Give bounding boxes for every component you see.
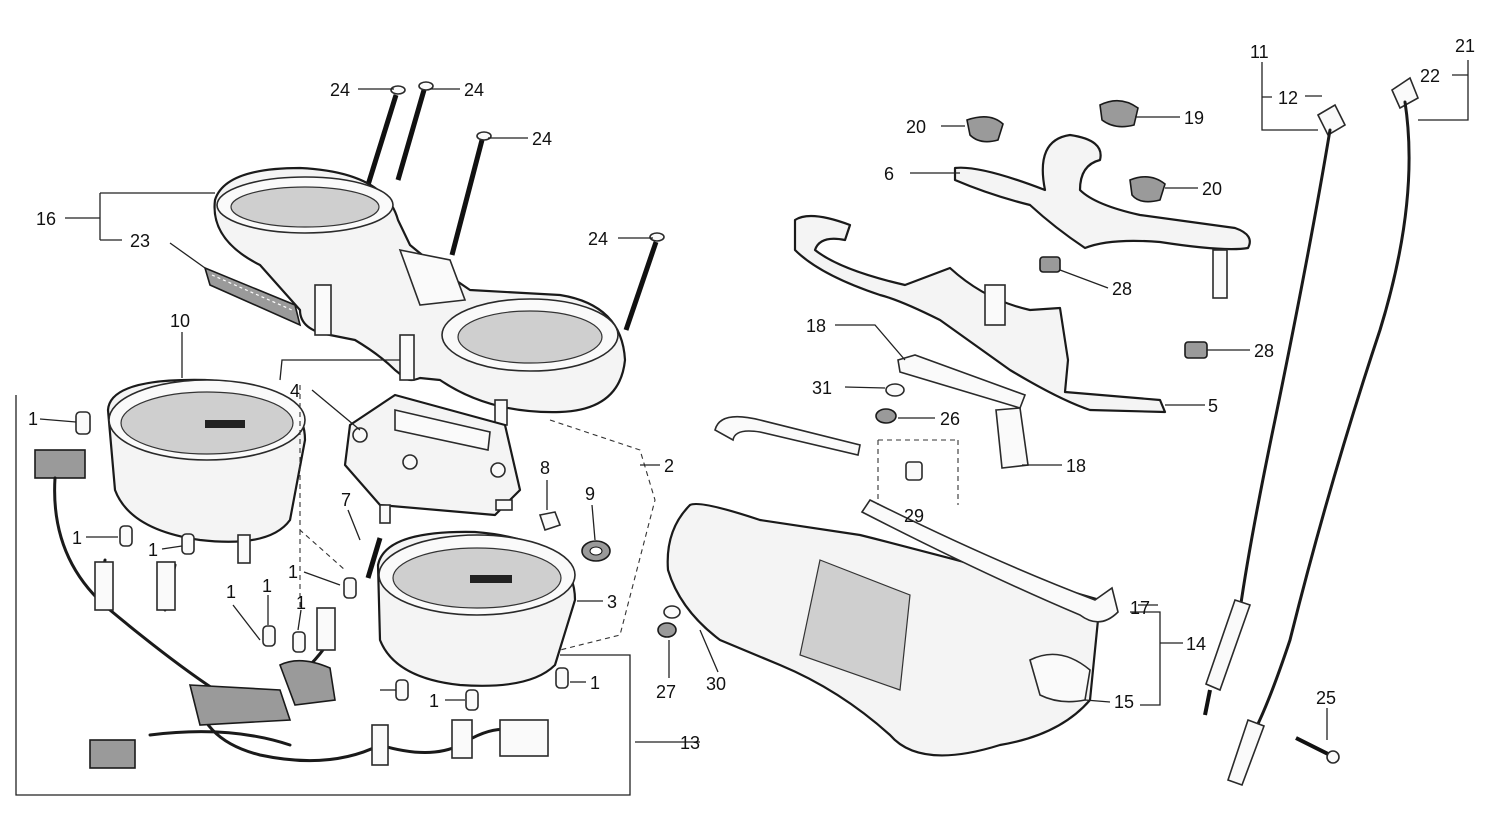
callout-2: 2 — [664, 456, 674, 476]
callout-15: 15 — [1114, 692, 1134, 712]
callout-16: 16 — [36, 209, 56, 229]
screw-7 — [365, 537, 383, 579]
callout-24-a: 24 — [330, 80, 350, 100]
callout-9: 9 — [585, 484, 595, 504]
callout-24-c: 24 — [532, 129, 552, 149]
callout-29: 29 — [904, 506, 924, 526]
clip-8 — [538, 511, 562, 532]
strap-18 — [897, 354, 1029, 469]
callout-6: 6 — [884, 164, 894, 184]
callout-28-b: 28 — [1254, 341, 1274, 361]
callout-20-a: 20 — [906, 117, 926, 137]
callout-3: 3 — [607, 592, 617, 612]
screw-24-b — [395, 81, 434, 181]
callout-19: 19 — [1184, 108, 1204, 128]
callout-13: 13 — [680, 733, 700, 753]
grommet-28a — [1039, 256, 1061, 273]
callout-18-b: 18 — [1066, 456, 1086, 476]
callout-23: 23 — [130, 231, 150, 251]
screw-24-a — [365, 85, 406, 186]
speedometer-10 — [106, 378, 307, 564]
callout-8: 8 — [540, 458, 550, 478]
tachometer-3 — [376, 530, 577, 687]
wire-harness-13 — [34, 449, 549, 769]
grommet-28b — [1184, 341, 1208, 359]
callout-26: 26 — [940, 409, 960, 429]
indicator-unit-4 — [343, 393, 522, 524]
callout-24-d: 24 — [588, 229, 608, 249]
callout-1-f: 1 — [262, 576, 272, 596]
meter-case-lower — [666, 415, 1119, 757]
grommet-9 — [581, 540, 611, 562]
callout-22: 22 — [1420, 66, 1440, 86]
callout-1-h: 1 — [429, 691, 439, 711]
screw-25 — [1295, 736, 1340, 764]
callout-21: 21 — [1455, 36, 1475, 56]
bulb-sockets-1 — [75, 411, 569, 711]
callout-17: 17 — [1130, 598, 1150, 618]
callout-24-b: 24 — [464, 80, 484, 100]
washer-31 — [885, 383, 905, 397]
screw-24-d — [623, 232, 665, 331]
callout-1-b: 1 — [72, 528, 82, 548]
callout-11: 11 — [1250, 42, 1269, 62]
nut-27 — [657, 605, 681, 638]
callout-14: 14 — [1186, 634, 1206, 654]
speedometer-cable-21 — [1226, 76, 1420, 787]
grommet-19 — [1099, 99, 1139, 128]
callout-10: 10 — [170, 311, 190, 331]
grommet-20b — [1129, 176, 1166, 203]
callout-1-c: 1 — [148, 540, 158, 560]
callout-27: 27 — [656, 682, 676, 702]
callout-18-a: 18 — [806, 316, 826, 336]
leader-lines — [15, 60, 1469, 796]
callout-25: 25 — [1316, 688, 1336, 708]
bracket-5 — [793, 214, 1167, 414]
callout-28-a: 28 — [1112, 279, 1132, 299]
callout-4: 4 — [290, 381, 300, 401]
callout-31: 31 — [812, 378, 832, 398]
callout-20-b: 20 — [1202, 179, 1222, 199]
callout-1-i: 1 — [590, 673, 600, 693]
bracket-6 — [953, 133, 1251, 299]
nut-26 — [875, 408, 897, 424]
callout-12: 12 — [1278, 88, 1298, 108]
callout-30: 30 — [706, 674, 726, 694]
grommet-20a — [966, 116, 1004, 143]
callout-1-d: 1 — [288, 562, 298, 582]
callout-7: 7 — [341, 490, 351, 510]
screw-24-c — [449, 131, 492, 256]
callout-1-e: 1 — [226, 582, 236, 602]
meter-case-upper — [213, 166, 627, 426]
collar-29 — [877, 439, 959, 505]
tachometer-cable-11 — [1203, 103, 1347, 716]
callout-1-a: 1 — [28, 409, 38, 429]
damper-rubber-23 — [203, 266, 302, 327]
callout-5: 5 — [1208, 396, 1218, 416]
callout-1-g: 1 — [296, 593, 306, 613]
